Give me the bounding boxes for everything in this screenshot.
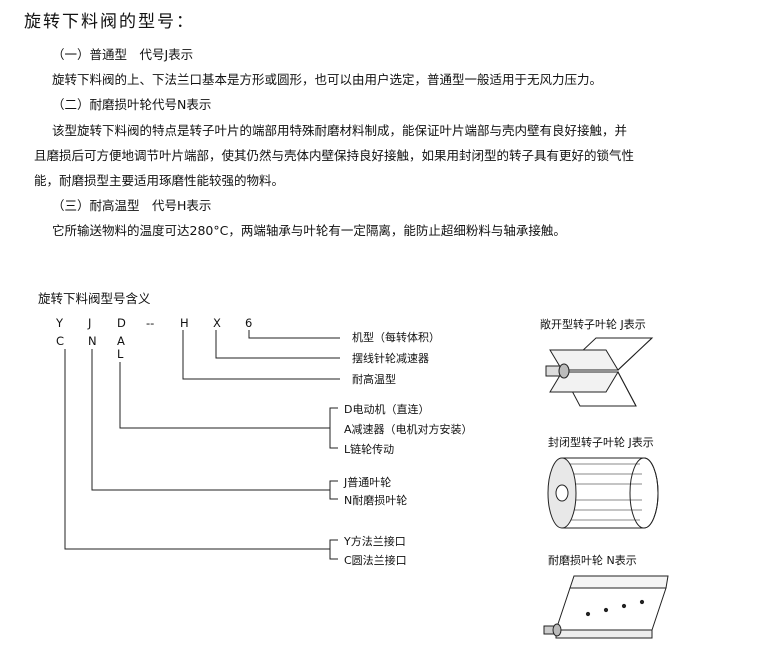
section-3-heading: （三）耐高温型 代号H表示 [52,198,212,213]
code-l: L [117,347,124,361]
code-d: D [117,316,126,330]
label-size: 机型（每转体积） [352,331,440,344]
code-x: X [213,316,221,330]
section-3-text: 它所输送物料的温度可达280°C，两端轴承与叶轮有一定隔离，能防止超细粉料与轴承… [52,223,566,238]
section-1-text: 旋转下料阀的上、下法兰口基本是方形或圆形，也可以由用户选定，普通型一般适用于无风… [52,72,603,87]
code-a: A [117,334,125,348]
closed-rotor-caption: 封闭型转子叶轮 J表示 [548,436,654,449]
label-rotor-n: N耐磨损叶轮 [344,494,408,507]
wear-rotor-caption: 耐磨损叶轮 N表示 [548,554,637,567]
code-c: C [56,334,65,348]
code-y: Y [56,316,64,330]
open-rotor-illustration [545,337,654,407]
section-2-text-line-1: 该型旋转下料阀的特点是转子叶片的端部用特殊耐磨材料制成，能保证叶片端部与壳内壁有… [52,123,628,138]
section-2-text-line-3: 能，耐磨损型主要适用琢磨性能较强的物料。 [34,173,285,188]
section-2-heading: （二）耐磨损叶轮代号N表示 [52,97,212,112]
label-high-temp: 耐高温型 [352,373,396,386]
code-6: 6 [245,316,253,330]
code-j: J [88,316,92,330]
diagram-title: 旋转下料阀型号含义 [38,291,151,306]
open-rotor-caption: 敞开型转子叶轮 J表示 [540,318,646,331]
code-h: H [180,316,189,330]
code-dash: -- [146,316,155,330]
closed-rotor-illustration [547,457,659,529]
page-title: 旋转下料阀的型号： [24,12,195,32]
label-rotor-j: J普通叶轮 [344,476,392,489]
section-2-text-line-2: 且磨损后可方便地调节叶片端部，使其仍然与壳体内壁保持良好接触，如果用封闭型的转子… [34,148,635,163]
label-drive-l: L链轮传动 [344,443,395,456]
label-flange-c: C圆法兰接口 [344,554,407,567]
code-n: N [88,334,97,348]
label-reducer: 摆线针轮减速器 [352,352,429,365]
wear-rotor-illustration [543,575,669,639]
label-flange-y: Y方法兰接口 [344,535,406,548]
label-drive-a: A减速器（电机对方安装） [344,423,473,436]
label-drive-d: D电动机（直连） [344,403,430,416]
section-1-heading: （一）普通型 代号J表示 [52,47,194,62]
